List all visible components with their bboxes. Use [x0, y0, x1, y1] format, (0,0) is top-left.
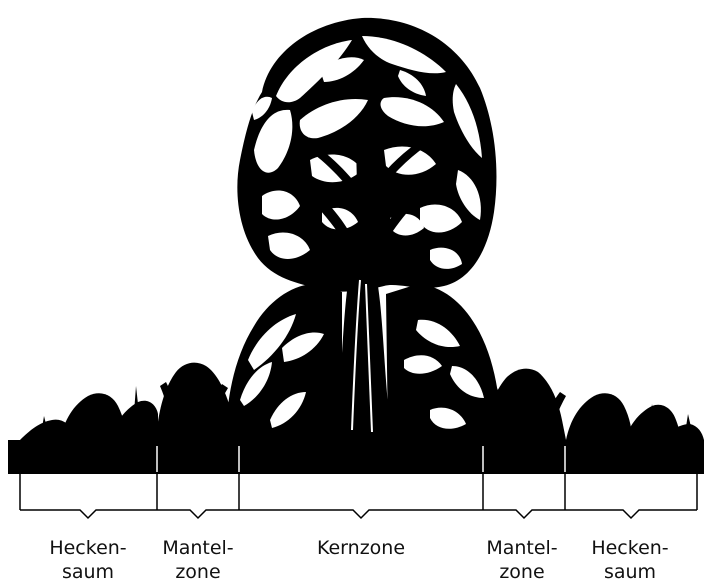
bracket-hecken-saum-right — [565, 510, 697, 518]
zone-label-mantel-zone-right: Mantel- zone — [472, 536, 572, 584]
mantle-plants-left — [156, 363, 236, 440]
ground-band — [8, 440, 704, 474]
zone-label-kernzone: Kernzone — [301, 536, 421, 560]
zone-label-hecken-saum-left: Hecken- saum — [38, 536, 138, 584]
zone-label-hecken-saum-right: Hecken- saum — [580, 536, 680, 584]
bracket-mantel-zone-left — [157, 510, 239, 518]
zone-label-mantel-zone-left: Mantel- zone — [148, 536, 248, 584]
border-plants-right — [566, 393, 704, 440]
mantle-plants-right — [484, 369, 566, 440]
bracket-kernzone — [239, 510, 483, 518]
bracket-hecken-saum-left — [20, 510, 157, 518]
zone-brackets — [20, 510, 697, 518]
bracket-mantel-zone-right — [483, 510, 565, 518]
border-plants-left — [20, 386, 158, 440]
